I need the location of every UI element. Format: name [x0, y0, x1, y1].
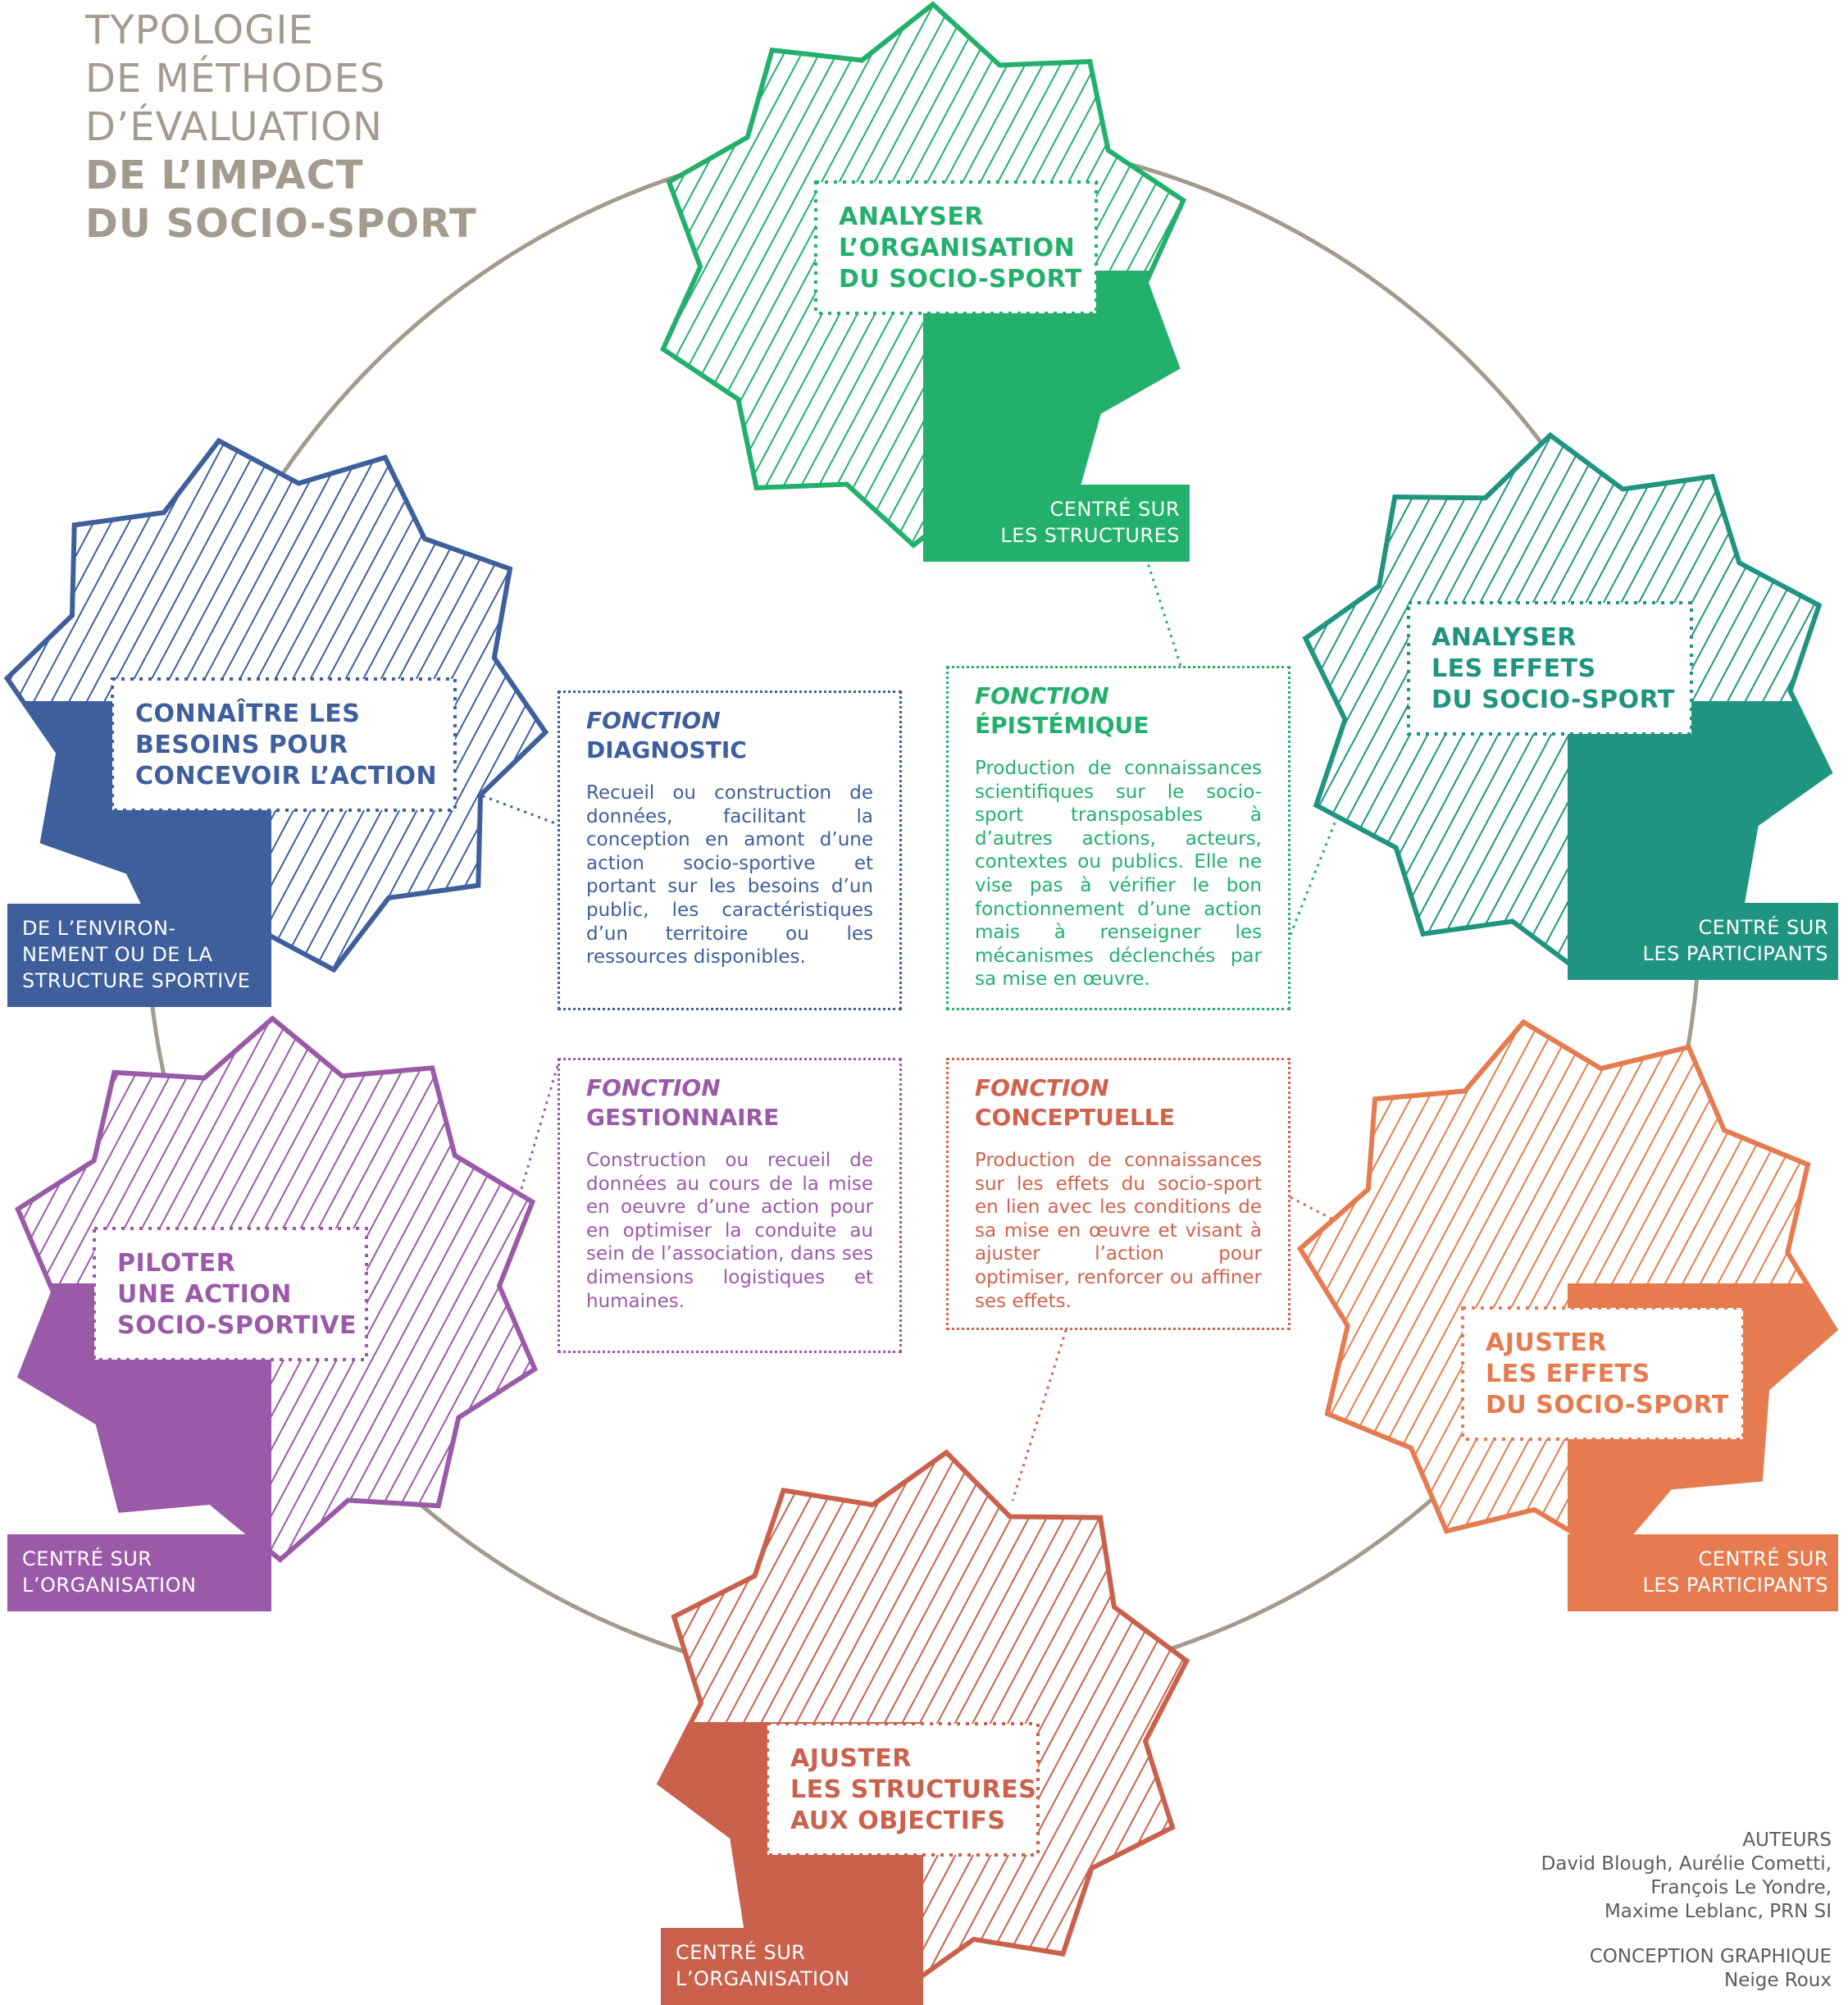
- title-line: DE MÉTHODES: [85, 56, 386, 102]
- connector-line: [1145, 557, 1182, 667]
- method-node-lower-right: CENTRÉ SUR LES PARTICIPANTS AJUSTER LES EFF…: [1296, 1018, 1839, 1611]
- method-title-line: DU SOCIO-SPORT: [839, 265, 1082, 294]
- method-title-line: L’ORGANISATION: [839, 234, 1075, 262]
- author-line: Maxime Leblanc, PRN SI: [1604, 1901, 1832, 1922]
- method-title-line: SOCIO-SPORTIVE: [117, 1311, 357, 1340]
- category-tag-line: NEMENT OU DE LA: [22, 943, 213, 966]
- method-title-line: ANALYSER: [839, 203, 984, 231]
- method-title-line: LES EFFETS: [1432, 654, 1596, 683]
- title-line: TYPOLOGIE: [85, 7, 314, 53]
- category-tag: CENTRÉ SUR LES STRUCTURES: [923, 271, 1190, 562]
- function-description: Recueil ou construction de données, faci…: [586, 782, 873, 968]
- category-tag-line: CENTRÉ SUR: [1699, 915, 1828, 939]
- category-tag-line: CENTRÉ SUR: [22, 1547, 152, 1570]
- function-box-diagnostic: FONCTION DIAGNOSTIC Recueil ou construct…: [558, 690, 902, 1010]
- method-title-line: AJUSTER: [790, 1744, 912, 1773]
- method-title-line: PILOTER: [117, 1249, 235, 1278]
- method-title-line: DU SOCIO-SPORT: [1432, 686, 1675, 714]
- function-label: FONCTION: [586, 1074, 721, 1101]
- function-name: DIAGNOSTIC: [586, 736, 747, 763]
- category-tag-line: CENTRÉ SUR: [1699, 1547, 1828, 1570]
- method-node-top: CENTRÉ SUR LES STRUCTURES ANALYSER L’ORGANI…: [659, 1, 1190, 562]
- method-title-line: AJUSTER: [1486, 1328, 1607, 1357]
- function-label: FONCTION: [975, 1074, 1109, 1101]
- function-name: GESTIONNAIRE: [586, 1104, 780, 1131]
- method-title-line: BESOINS POUR: [135, 731, 348, 759]
- method-label: ANALYSER L’ORGANISATION DU SOCIO-SPORT: [814, 180, 1098, 315]
- function-box-gestionnaire: FONCTION GESTIONNAIRE Construction ou re…: [558, 1058, 902, 1353]
- method-title-line: LES EFFETS: [1486, 1360, 1650, 1388]
- method-title-line: DU SOCIO-SPORT: [1486, 1391, 1729, 1419]
- author-line: François Le Yondre,: [1650, 1877, 1832, 1898]
- category-tag: CENTRÉ SUR LES PARTICIPANTS: [1568, 701, 1838, 980]
- category-tag-line: LES PARTICIPANTS: [1643, 1574, 1828, 1597]
- function-name: ÉPISTÉMIQUE: [975, 712, 1149, 739]
- method-label: AJUSTER LES EFFETS DU SOCIO-SPORT: [1461, 1306, 1745, 1441]
- function-description: Production de connaissances scientifique…: [975, 758, 1262, 991]
- designer: Neige Roux: [1723, 1970, 1832, 1991]
- design-label: CONCEPTION GRAPHIQUE: [1589, 1946, 1832, 1967]
- category-tag-line: LES STRUCTURES: [1000, 524, 1180, 547]
- author-line: David Blough, Aurélie Cometti,: [1541, 1853, 1832, 1875]
- method-title-line: UNE ACTION: [117, 1280, 292, 1309]
- category-tag-line: CENTRÉ SUR: [676, 1940, 805, 1964]
- category-tag-line: LES PARTICIPANTS: [1643, 942, 1828, 965]
- method-node-upper-left: DE L’ENVIRON- NEMENT OU DE LA STRUCTURE SP…: [3, 437, 549, 1007]
- function-box-conceptuelle: FONCTION CONCEPTUELLE Production de conn…: [946, 1058, 1290, 1330]
- function-name: CONCEPTUELLE: [975, 1104, 1175, 1131]
- title-line-bold: DE L’IMPACT: [85, 153, 364, 198]
- category-tag-line: CENTRÉ SUR: [1050, 497, 1180, 521]
- diagram-title: TYPOLOGIE DE MÉTHODES D’ÉVALUATION DE L’…: [85, 7, 477, 248]
- title-line-bold: DU SOCIO-SPORT: [85, 201, 477, 247]
- function-label: FONCTION: [975, 682, 1109, 709]
- category-tag-line: L’ORGANISATION: [676, 1967, 849, 1990]
- function-box-epistemique: FONCTION ÉPISTÉMIQUE Production de conna…: [946, 666, 1290, 1010]
- connector-line: [1011, 1329, 1067, 1501]
- method-title-line: CONCEVOIR L’ACTION: [135, 762, 437, 791]
- title-line: D’ÉVALUATION: [85, 104, 383, 150]
- method-title-line: ANALYSER: [1432, 623, 1577, 652]
- credits: AUTEURS David Blough, Aurélie Cometti, F…: [1541, 1829, 1832, 1993]
- method-title-line: LES STRUCTURES: [790, 1775, 1036, 1804]
- function-description: Construction ou recueil de données au co…: [586, 1150, 873, 1312]
- category-tag-line: STRUCTURE SPORTIVE: [22, 969, 250, 992]
- connector-line: [1289, 766, 1359, 936]
- function-description: Production de connaissances sur les effe…: [975, 1150, 1262, 1312]
- authors-label: AUTEURS: [1742, 1830, 1832, 1851]
- method-title-line: AUX OBJECTIFS: [790, 1807, 1006, 1835]
- method-label: CONNAÎTRE LES BESOINS POUR CONCEVOIR L’ACT…: [111, 677, 457, 812]
- category-tag-line: DE L’ENVIRON-: [22, 917, 176, 940]
- method-title-line: CONNAÎTRE LES: [135, 699, 360, 728]
- category-tag-line: L’ORGANISATION: [22, 1574, 196, 1597]
- function-label: FONCTION: [586, 707, 721, 734]
